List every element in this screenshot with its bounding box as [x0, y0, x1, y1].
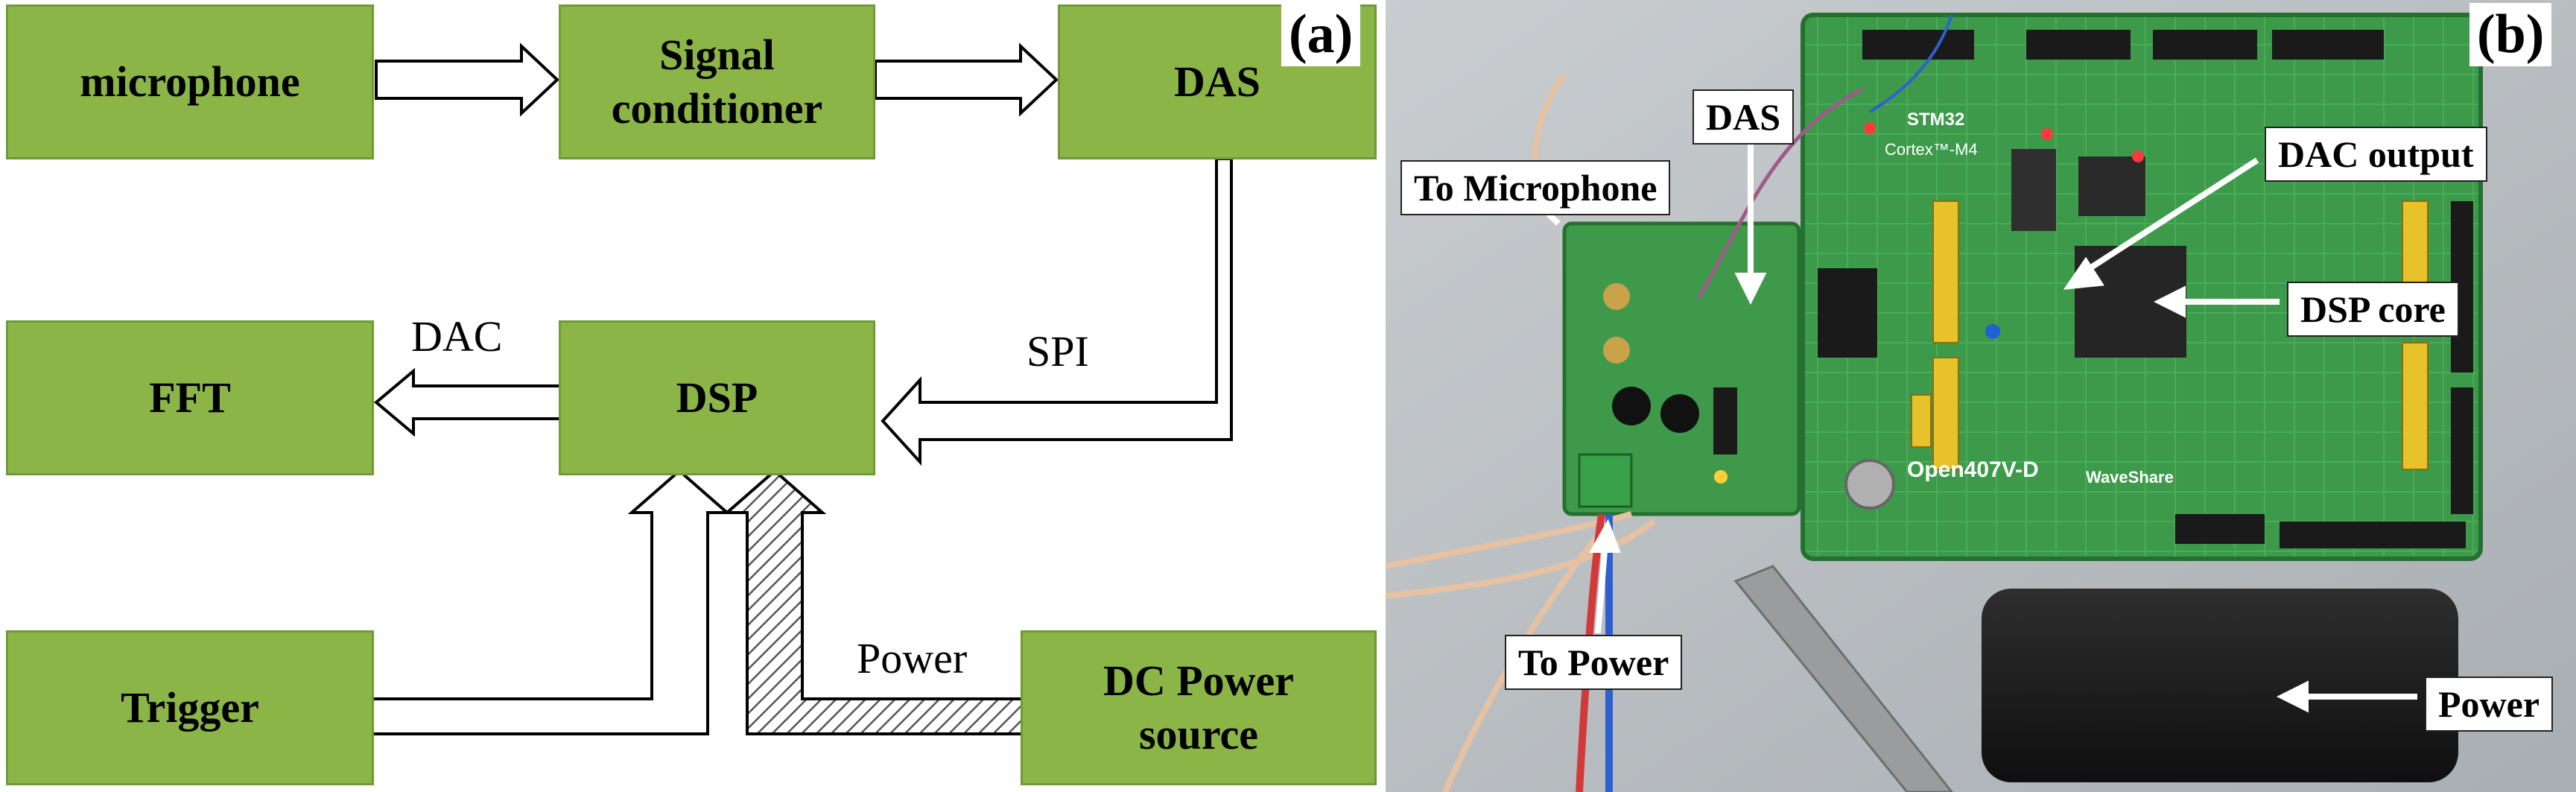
- open407-text: Open407V-D: [1907, 457, 2039, 482]
- fft-label: FFT: [149, 373, 231, 422]
- capacitor-1: [1612, 387, 1651, 425]
- arrow-conditioner-to-das: [874, 42, 1059, 117]
- callout-dac-output: DAC output: [2265, 127, 2487, 182]
- waveshare-text: WaveShare: [2086, 468, 2174, 487]
- arrow-mic-to-conditioner: [375, 42, 559, 117]
- arrow-power-to-dsp: [723, 469, 1024, 735]
- signal-conditioner-block: Signal conditioner: [559, 4, 875, 159]
- secondary-chip: [2078, 156, 2145, 216]
- battery-pack: [1982, 589, 2458, 782]
- callout-power: Power: [2425, 677, 2554, 732]
- metal-tube: [1733, 565, 1953, 792]
- callout-dsp-core: DSP core: [2287, 282, 2459, 337]
- pin-strip: [2011, 149, 2056, 231]
- signal-conditioner-label: Signal conditioner: [611, 30, 823, 133]
- led-red-1: [1864, 122, 1876, 134]
- dc-power-source-block: DC Power source: [1021, 630, 1377, 785]
- callout-to-power: To Power: [1505, 635, 1683, 690]
- regulator: [1713, 387, 1737, 454]
- dsp-block: DSP: [559, 320, 875, 475]
- flow-label-spi: SPI: [1027, 327, 1089, 376]
- purple-wire: [1696, 87, 1864, 300]
- arrow-das-to-dsp: [881, 157, 1233, 466]
- stm32-text: STM32: [1907, 110, 1964, 130]
- callout-arrows: [1517, 119, 2417, 713]
- led-blue: [1985, 324, 2000, 339]
- arrow-dsp-to-fft: [373, 367, 562, 437]
- led-red-3: [2132, 151, 2144, 162]
- capacitor-2: [1660, 394, 1699, 433]
- panel-b-label: (b): [2469, 3, 2552, 66]
- das-label: DAS: [1173, 57, 1261, 106]
- cable-2: [1386, 519, 1656, 599]
- trigger-block: Trigger: [6, 630, 374, 785]
- cable-3: [1442, 519, 1612, 792]
- microphone-block: microphone: [6, 4, 374, 159]
- power-terminal: [1578, 453, 1633, 508]
- yellow-headers: [1911, 200, 2429, 470]
- callout-das: DAS: [1693, 89, 1795, 145]
- hardware-photo-panel: STM32 Cortex™-M4 Open407V-D WaveShare: [1386, 0, 2576, 792]
- sma-connector-2: [1603, 337, 1630, 364]
- blue-jumper: [1868, 14, 1953, 113]
- trigger-label: Trigger: [121, 682, 259, 732]
- led-red-2: [2041, 128, 2053, 140]
- panel-a-label: (a): [1281, 3, 1361, 66]
- dsp-label: DSP: [676, 373, 758, 422]
- cortex-text: Cortex™-M4: [1885, 140, 1978, 159]
- callout-to-microphone: To Microphone: [1400, 160, 1671, 215]
- arrow-trigger-to-dsp: [371, 469, 732, 735]
- fft-block: FFT: [6, 320, 374, 475]
- microphone-label: microphone: [80, 57, 300, 106]
- block-diagram-panel: microphone Signal conditioner DAS FFT DS…: [6, 3, 1377, 785]
- reset-button: [1844, 459, 1895, 510]
- dc-power-source-label: DC Power source: [1103, 656, 1295, 759]
- sma-connector-1: [1603, 283, 1630, 310]
- flow-label-power: Power: [857, 634, 968, 682]
- diagram-arrows: [371, 42, 1233, 735]
- led-yellow: [1714, 470, 1728, 484]
- flow-label-dac: DAC: [411, 312, 503, 361]
